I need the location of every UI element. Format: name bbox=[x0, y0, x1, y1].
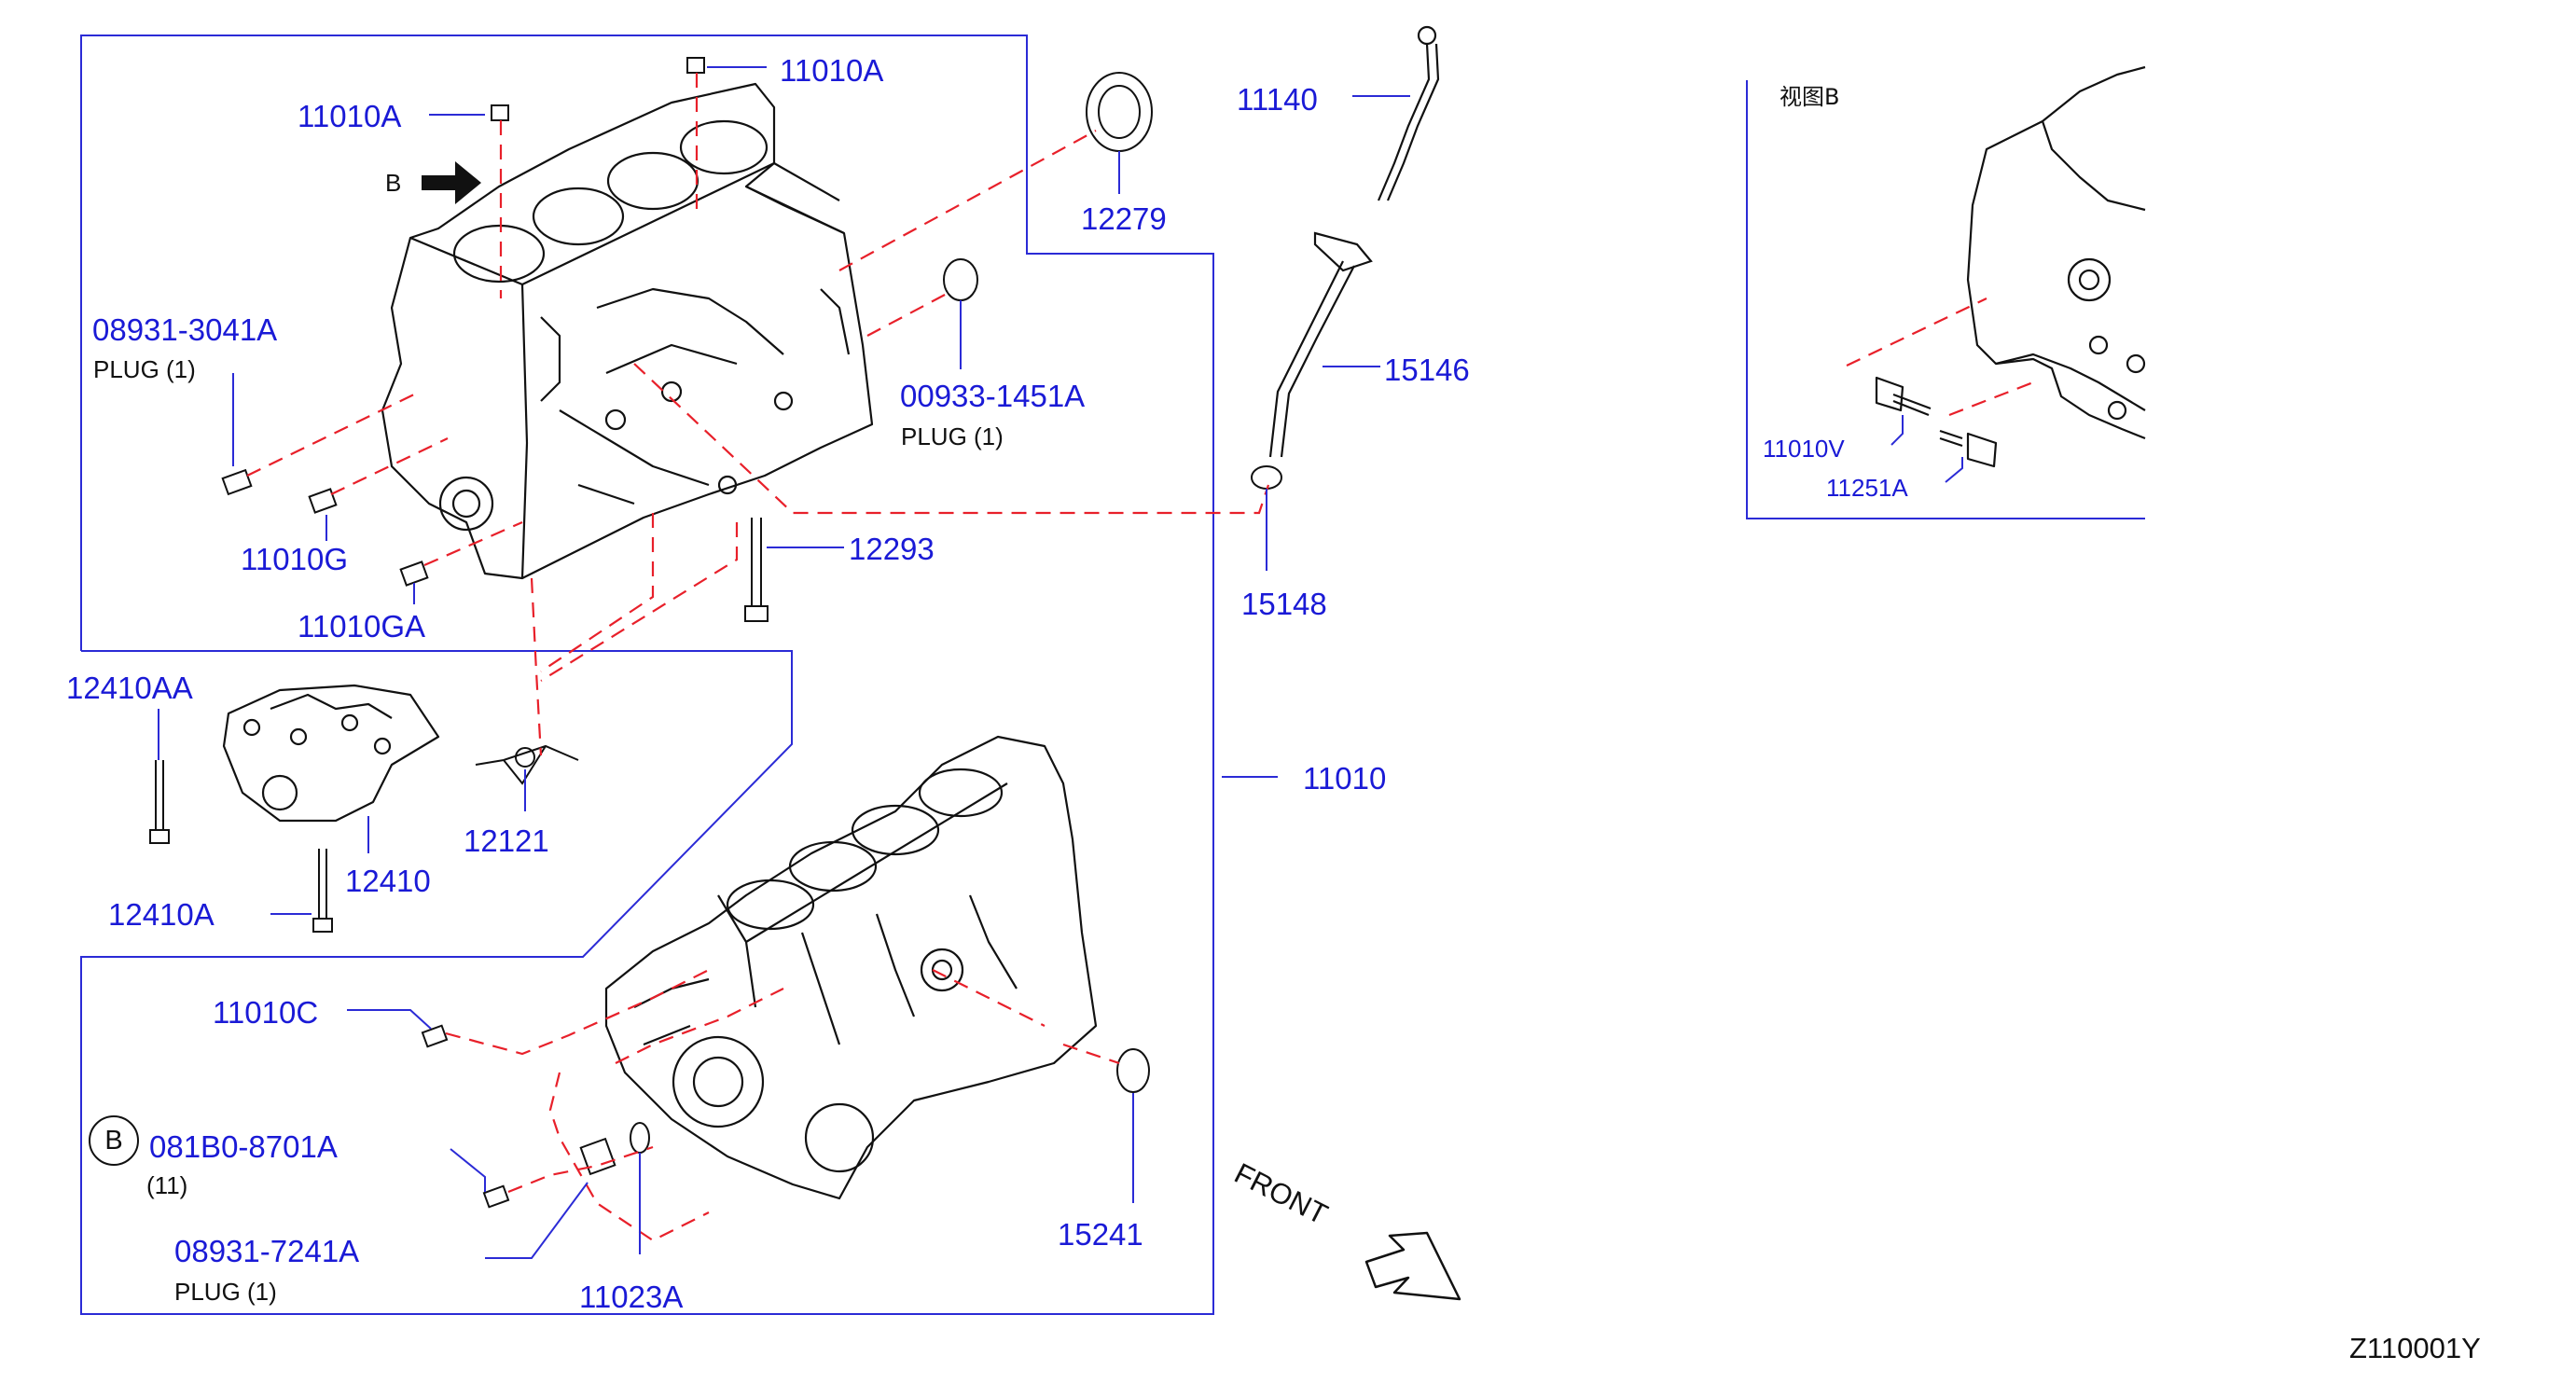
part-00933-1451a: 00933-1451A bbox=[900, 379, 1086, 413]
part-11010g: 11010G bbox=[241, 542, 348, 576]
view-b-title: 视图B bbox=[1780, 84, 1840, 110]
part-11010v: 11010V bbox=[1763, 435, 1845, 463]
circle-b-letter: B bbox=[104, 1125, 123, 1156]
part-08931-7241a: 08931-7241A bbox=[174, 1234, 360, 1268]
part-081b0-8701a: 081B0-8701A bbox=[149, 1129, 338, 1164]
bolts-drawing bbox=[149, 57, 1282, 1209]
part-11023a: 11023A bbox=[579, 1280, 684, 1314]
part-15148: 15148 bbox=[1241, 587, 1327, 621]
plug-qty-a: PLUG (1) bbox=[93, 355, 196, 383]
lower-block-drawing bbox=[604, 735, 1098, 1200]
part-12293: 12293 bbox=[849, 532, 935, 566]
part-12410: 12410 bbox=[345, 864, 431, 898]
diagram-code: Z110001Y bbox=[2349, 1332, 2481, 1364]
frame-lines bbox=[80, 35, 2145, 1315]
part-12410a: 12410A bbox=[108, 897, 215, 932]
b-arrow bbox=[422, 161, 481, 204]
part-12121: 12121 bbox=[464, 823, 549, 858]
part-11010ga: 11010GA bbox=[298, 609, 425, 644]
part-11140: 11140 bbox=[1237, 82, 1318, 117]
part-11010a-top: 11010A bbox=[780, 53, 884, 88]
dipstick-drawing bbox=[1268, 25, 1440, 458]
front-arrow bbox=[1364, 1231, 1461, 1301]
leader-lines bbox=[158, 66, 1963, 1259]
part-08931-3041a: 08931-3041A bbox=[92, 312, 278, 347]
oil-pump-drawing bbox=[222, 684, 440, 823]
part-11010c: 11010C bbox=[213, 995, 319, 1030]
qty-11: (11) bbox=[146, 1171, 188, 1199]
dashed-guide-lines bbox=[246, 73, 2034, 1242]
upper-block-drawing bbox=[381, 82, 874, 580]
part-11010a-left: 11010A bbox=[298, 99, 402, 133]
part-15241: 15241 bbox=[1058, 1217, 1143, 1252]
plug-qty-b: PLUG (1) bbox=[901, 422, 1004, 450]
part-12279: 12279 bbox=[1081, 201, 1167, 236]
part-11010: 11010 bbox=[1303, 761, 1387, 796]
part-12410aa: 12410AA bbox=[66, 671, 193, 705]
part-11251a: 11251A bbox=[1826, 474, 1908, 502]
view-b-drawing bbox=[1875, 65, 2146, 468]
arrow-b-label: B bbox=[385, 169, 402, 197]
plug-qty-c: PLUG (1) bbox=[174, 1278, 277, 1306]
part-15146: 15146 bbox=[1384, 353, 1470, 387]
view-b-reference-circle: B bbox=[89, 1115, 139, 1166]
